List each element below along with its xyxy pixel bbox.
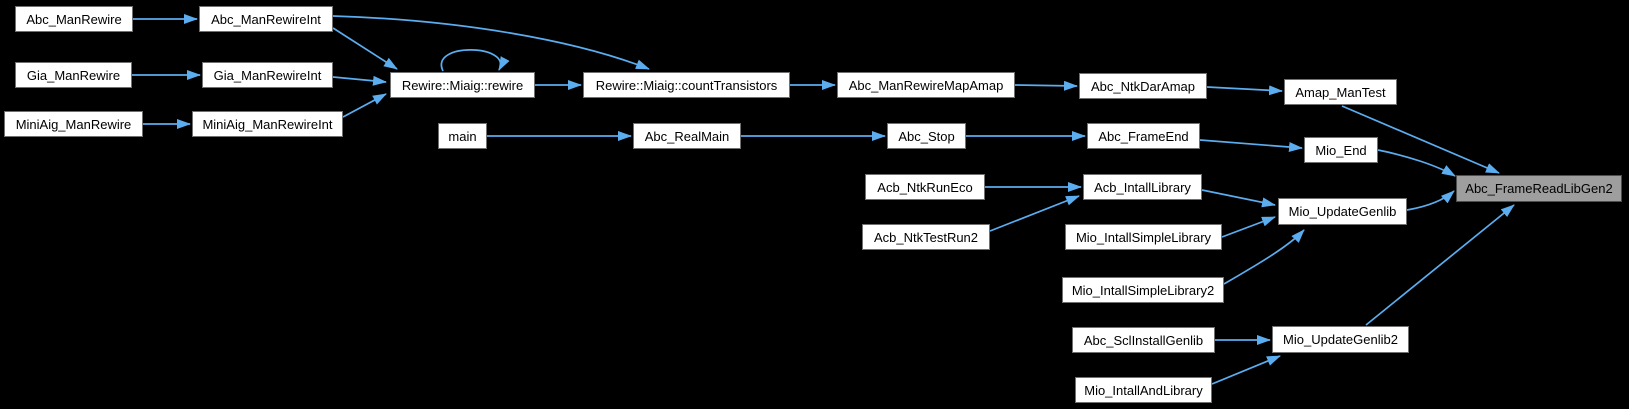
edge-amap-mantest-to-abc-framereadlibgen2 [1341, 105, 1500, 174]
edge-acb-intalllibrary-to-mio-updategenlib [1201, 189, 1276, 208]
edge-miniaig-manrewireint-to-rewire [342, 93, 387, 118]
node-mio-updategenlib2[interactable]: Mio_UpdateGenlib2 [1272, 326, 1409, 353]
edge-mio-intallsimplelibrary-to-mio-updategenlib [1221, 216, 1276, 238]
edge-ntkdaramap-to-amap-mantest [1206, 85, 1283, 96]
node-acb-ntkruneco[interactable]: Acb_NtkRunEco [865, 174, 985, 200]
edge-acb-ntktestrun2-to-acb-intalllibrary [989, 195, 1080, 232]
node-abc-sclinstallgenlib[interactable]: Abc_SclInstallGenlib [1072, 327, 1215, 353]
edge-mio-updategenlib2-to-abc-framereadlibgen2 [1365, 204, 1515, 326]
node-amap-mantest[interactable]: Amap_ManTest [1284, 79, 1397, 105]
node-abc-manrewireint[interactable]: Abc_ManRewireInt [199, 6, 333, 32]
node-acb-intalllibrary[interactable]: Acb_IntallLibrary [1083, 174, 1202, 200]
node-abc-manrewiremapamap[interactable]: Abc_ManRewireMapAmap [837, 72, 1015, 98]
edge-mapamap-to-ntkdaramap [1014, 80, 1078, 91]
node-mio-updategenlib[interactable]: Mio_UpdateGenlib [1278, 198, 1407, 225]
edge-mio-updategenlib-to-abc-framereadlibgen2 [1406, 190, 1455, 211]
edge-abc-frameend-to-mio-end [1199, 139, 1303, 152]
node-mio-intallsimplelibrary[interactable]: Mio_IntallSimpleLibrary [1065, 224, 1222, 250]
node-miniaig-manrewireint[interactable]: MiniAig_ManRewireInt [192, 111, 343, 137]
node-gia-manrewireint[interactable]: Gia_ManRewireInt [202, 62, 333, 88]
node-gia-manrewire[interactable]: Gia_ManRewire [15, 62, 132, 88]
node-abc-realmain[interactable]: Abc_RealMain [633, 123, 741, 149]
node-rewire[interactable]: Rewire::Miaig::rewire [390, 72, 535, 98]
node-mio-intallsimplelibrary2[interactable]: Mio_IntallSimpleLibrary2 [1062, 277, 1224, 303]
node-abc-manrewire[interactable]: Abc_ManRewire [15, 6, 133, 32]
node-abc-stop[interactable]: Abc_Stop [887, 123, 966, 149]
node-main[interactable]: main [438, 123, 487, 149]
node-abc-ntkdaramap[interactable]: Abc_NtkDarAmap [1079, 73, 1207, 99]
edge-rewire-self-loop [440, 49, 510, 72]
node-abc-frameend[interactable]: Abc_FrameEnd [1087, 123, 1200, 149]
node-mio-end[interactable]: Mio_End [1304, 137, 1378, 163]
edge-gia-manrewireint-to-rewire [332, 75, 387, 86]
edge-abc-manrewireint-to-rewire [332, 27, 398, 70]
edge-mio-end-to-abc-framereadlibgen2 [1377, 149, 1456, 177]
node-counttransistors[interactable]: Rewire::Miaig::countTransistors [583, 72, 790, 98]
node-miniaig-manrewire[interactable]: MiniAig_ManRewire [4, 111, 143, 137]
node-mio-intallandlibrary[interactable]: Mio_IntallAndLibrary [1075, 377, 1212, 403]
node-acb-ntktestrun2[interactable]: Acb_NtkTestRun2 [862, 224, 990, 250]
edge-abc-manrewireint-to-counttransistors [332, 15, 650, 70]
edge-mio-intallsimplelibrary2-to-mio-updategenlib [1223, 229, 1305, 285]
edge-mio-intallandlibrary-to-mio-updategenlib2 [1211, 355, 1281, 385]
node-abc-framereadlibgen2: Abc_FrameReadLibGen2 [1456, 175, 1622, 202]
